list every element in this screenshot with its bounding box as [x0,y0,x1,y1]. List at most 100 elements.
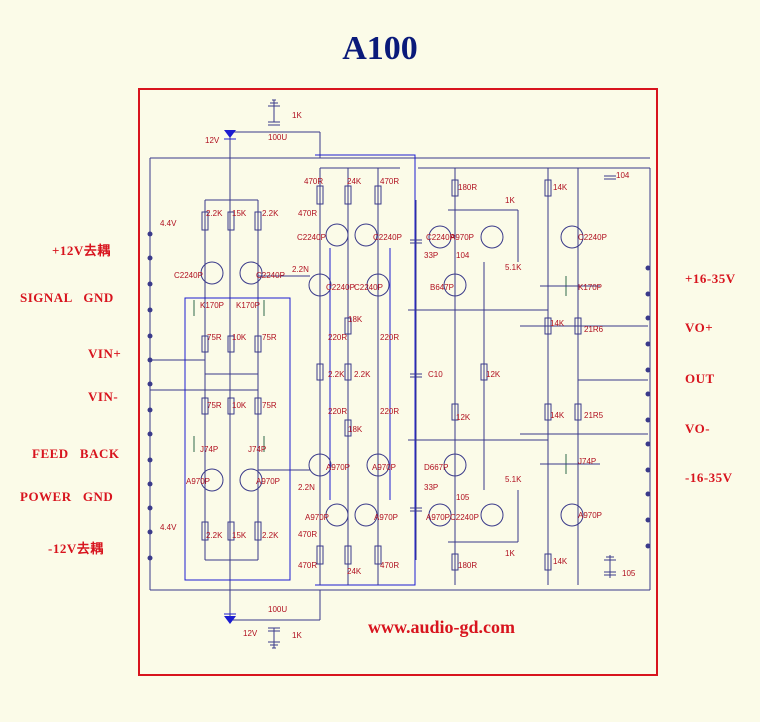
label-q-j74-out: J74P [578,457,596,466]
label-q-c2240-6: C2240P [354,283,383,292]
label-r14k-2: 14K [550,319,565,328]
label-q-c2240-2: C2240P [256,271,285,280]
label-1k-top: 1K [292,111,302,120]
pin-label-plus-rail: +16-35V [685,271,736,286]
pin-label-plus12v: +12V去耦 [52,243,111,258]
label-q-a970-1: A970P [186,477,210,486]
label-c104-right: 104 [616,171,630,180]
label-r470-5: 470R [298,561,317,570]
label-r75-4: 75R [262,401,277,410]
label-r470-1: 470R [304,177,323,186]
label-c22n-bot: 2.2N [298,483,315,492]
label-r1k-mid-top: 1K [505,196,515,205]
label-100u-bot: 100U [268,605,287,614]
pin-label-out: OUT [685,371,715,386]
pin-label-feedback: FEED BACK [32,446,120,461]
label-r22k-c: 2.2K [206,531,223,540]
label-r75-1: 75R [207,333,222,342]
pin-label-signal-gnd: SIGNAL GND [20,290,114,305]
label-q-a970-4: A970P [372,463,396,472]
label-q-c2240-1: C2240P [174,271,203,280]
label-r12k-a: 12K [486,370,501,379]
label-q-c2240-3: C2240P [297,233,326,242]
label-r24k-top: 24K [347,177,362,186]
label-q-a970-6: A970P [374,513,398,522]
label-12v-top: 12V [205,136,220,145]
label-q-b647: B647P [430,283,454,292]
label-r15k-bot: 15K [232,531,247,540]
label-q-k170-1: K170P [200,301,224,310]
label-r22k-d: 2.2K [262,531,279,540]
label-r180-bot: 180R [458,561,477,570]
pin-label-minus-rail: -16-35V [685,470,733,485]
label-q-j74-2: J74P [248,445,266,454]
label-r220-3: 220R [328,407,347,416]
label-r51k-bot: 5.1K [505,475,522,484]
label-r10k-1: 10K [232,333,247,342]
label-r21r5: 21R5 [584,411,604,420]
label-q-c2240-4: C2240P [373,233,402,242]
label-q-c2240-out: C2240P [578,233,607,242]
label-q-a970-7: A970P [450,233,474,242]
label-r21r6: 21R6 [584,325,604,334]
label-c33p-top: 33P [424,251,438,260]
label-q-a970-5: A970P [305,513,329,522]
label-r24k-bot: 24K [347,567,362,576]
label-r470-3: 470R [380,177,399,186]
label-r14k-3: 14K [550,411,565,420]
label-q-k170-2: K170P [236,301,260,310]
label-r22k-a: 2.2K [206,209,223,218]
pin-label-vin-plus: VIN+ [88,346,122,361]
label-r12k-b: 12K [456,413,471,422]
label-r470-4: 470R [298,530,317,539]
label-r75-2: 75R [262,333,277,342]
label-c104-mid: 104 [456,251,470,260]
label-r15k-top: 15K [232,209,247,218]
schematic-frame [138,88,658,676]
label-q-k170-out: K170P [578,283,602,292]
pin-label-power-gnd: POWER GND [20,489,114,504]
label-q-c2240-5: C2240P [326,283,355,292]
label-100u-top: 100U [268,133,287,142]
label-r220-2: 220R [380,333,399,342]
label-c33p-bot: 33P [424,483,438,492]
label-r51k-top: 5.1K [505,263,522,272]
label-r18k-top: 18K [348,315,363,324]
label-r1k-mid-bot: 1K [505,549,515,558]
label-r14k-4: 14K [553,557,568,566]
label-r22k-b: 2.2K [262,209,279,218]
label-r220-1: 220R [328,333,347,342]
label-c105-right: 105 [622,569,636,578]
label-r470-6: 470R [380,561,399,570]
label-c10: C10 [428,370,443,379]
label-q-a970-out: A970P [578,511,602,520]
schematic-title: A100 [342,30,418,67]
label-r10k-2: 10K [232,401,247,410]
label-q-d667: D667P [424,463,448,472]
label-r14k-1: 14K [553,183,568,192]
label-r220-4: 220R [380,407,399,416]
label-12v-bot: 12V [243,629,258,638]
label-q-j74-1: J74P [200,445,218,454]
pin-label-vin-minus: VIN- [88,389,119,404]
label-r180-top: 180R [458,183,477,192]
label-r22k-e: 2.2K [328,370,345,379]
label-q-c2240-7: C2240P [426,233,455,242]
label-r22k-f: 2.2K [354,370,371,379]
label-r470-2: 470R [298,209,317,218]
pin-label-vo-plus: VO+ [685,320,714,335]
label-r75-3: 75R [207,401,222,410]
label-q-c2240-8: C2240P [450,513,479,522]
label-c105-mid: 105 [456,493,470,502]
website-url[interactable]: www.audio-gd.com [368,617,516,637]
label-q-a970-2: A970P [256,477,280,486]
label-1k-bot: 1K [292,631,302,640]
label-q-a970-8: A970P [426,513,450,522]
pin-label-vo-minus: VO- [685,421,711,436]
label-c22n-top: 2.2N [292,265,309,274]
label-r18k-bot: 18K [348,425,363,434]
label-44v-bot: 4.4V [160,523,177,532]
label-q-a970-3: A970P [326,463,350,472]
pin-label-minus12v: -12V去耦 [48,541,104,556]
